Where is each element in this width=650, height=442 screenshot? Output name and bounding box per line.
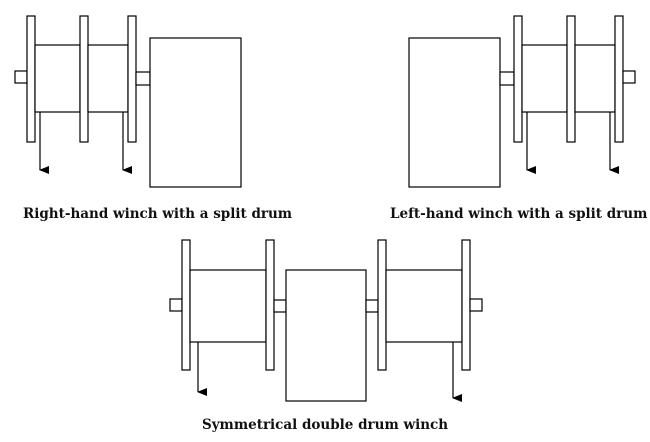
drum-flange [513, 15, 523, 143]
drum-flange [614, 15, 624, 143]
shaft-stub [622, 70, 636, 84]
drum-flange [79, 15, 89, 143]
drum-barrel [385, 269, 463, 343]
symmetrical-double-drum-winch [169, 239, 483, 402]
drum-flange [461, 239, 471, 371]
drum-barrel [87, 44, 129, 113]
shaft-coupling [135, 71, 151, 86]
drum-barrel [189, 269, 267, 343]
drum-flange [181, 239, 191, 371]
drum-flange [26, 15, 36, 143]
drum-barrel [574, 44, 616, 113]
gearbox-housing [285, 269, 367, 402]
shaft-coupling [499, 71, 515, 86]
drum-flange [127, 15, 137, 143]
gearbox-housing [408, 37, 501, 188]
caption-left-hand-winch: Left-hand winch with a split drum [390, 206, 648, 222]
shaft-coupling [365, 299, 379, 313]
shaft-coupling [273, 299, 287, 313]
drum-flange [377, 239, 387, 371]
shaft-stub [469, 298, 483, 312]
caption-right-hand-winch: Right-hand winch with a split drum [23, 206, 293, 222]
right-hand-winch [14, 15, 242, 188]
drum-barrel [34, 44, 81, 113]
shaft-stub [169, 298, 183, 312]
caption-symmetrical-winch: Symmetrical double drum winch [201, 417, 449, 433]
gearbox-housing [149, 37, 242, 188]
drum-flange [566, 15, 576, 143]
shaft-stub [14, 70, 28, 84]
drum-flange [265, 239, 275, 371]
drum-barrel [521, 44, 568, 113]
left-hand-winch [408, 15, 636, 188]
